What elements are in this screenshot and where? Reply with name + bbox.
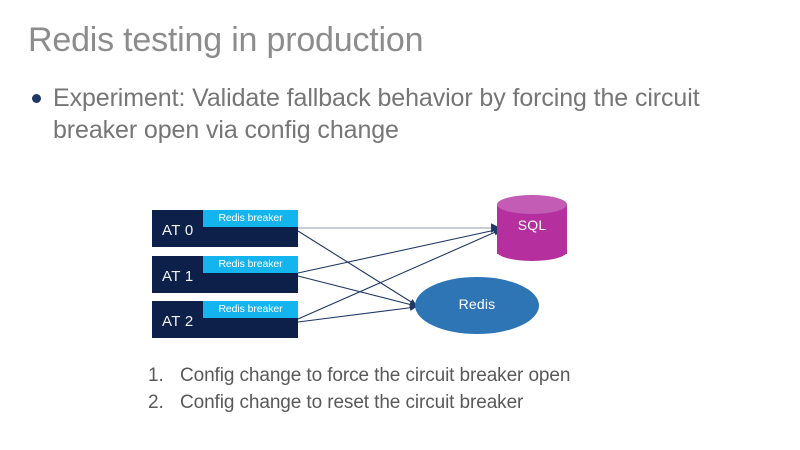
sql-node-label: SQL: [517, 217, 547, 233]
at-node-label: AT 1: [162, 268, 194, 285]
bullet-dot-icon: [32, 94, 41, 103]
list-item: 2. Config change to reset the circuit br…: [148, 390, 748, 417]
list-item-text: Config change to force the circuit break…: [180, 365, 571, 386]
page-title: Redis testing in production: [28, 21, 424, 59]
list-item-number: 1.: [148, 365, 164, 386]
list-item: 1. Config change to force the circuit br…: [148, 363, 748, 390]
steps-list: 1. Config change to force the circuit br…: [148, 363, 748, 417]
redis-breaker-badge: Redis breaker: [203, 256, 298, 273]
redis-cache-node[interactable]: Redis: [415, 277, 539, 334]
redis-node-label: Redis: [458, 296, 496, 312]
list-item-number: 2.: [148, 391, 164, 413]
redis-breaker-badge: Redis breaker: [203, 301, 298, 318]
at-node-0[interactable]: AT 0 Redis breaker: [152, 210, 298, 247]
redis-breaker-badge: Redis breaker: [203, 210, 298, 227]
bullet-paragraph: Experiment: Validate fallback behavior b…: [26, 82, 778, 146]
at-node-label: AT 0: [162, 222, 194, 239]
sql-database-node[interactable]: SQL: [497, 195, 567, 261]
at-node-2[interactable]: AT 2 Redis breaker: [152, 301, 298, 338]
at-node-label: AT 2: [162, 313, 194, 330]
cylinder-top-icon: [497, 195, 567, 214]
at-node-1[interactable]: AT 1 Redis breaker: [152, 256, 298, 293]
cylinder-bottom-icon: [497, 242, 567, 261]
cylinder-body-icon: [497, 204, 567, 254]
list-item-text: Config change to reset the circuit break…: [180, 391, 524, 413]
bullet-text: Experiment: Validate fallback behavior b…: [53, 84, 700, 144]
